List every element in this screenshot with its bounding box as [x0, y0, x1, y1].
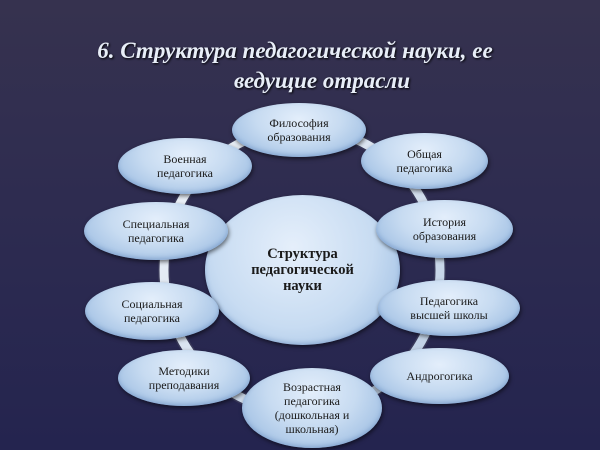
node-label: Специальная педагогика [122, 217, 190, 245]
center-node: Структура педагогической науки [205, 195, 400, 345]
node-higher-school-pedagogy: Педагогика высшей школы [378, 280, 520, 336]
node-label: Возрастная педагогика (дошкольная и школ… [274, 380, 350, 436]
slide-title-line-2: ведущие отрасли [233, 68, 411, 93]
center-node-label: Структура педагогической науки [251, 246, 354, 294]
node-label: Военная педагогика [157, 152, 213, 180]
node-label: Социальная педагогика [121, 297, 183, 325]
node-label: Методики преподавания [148, 364, 220, 392]
node-label: История образования [412, 215, 477, 243]
node-label: Философия образования [267, 116, 331, 144]
node-history-education: История образования [376, 200, 513, 258]
node-social-pedagogy: Социальная педагогика [85, 282, 219, 340]
node-label: Педагогика высшей школы [410, 294, 488, 322]
slide-title-line-1: 6. Структура педагогической науки, ее [97, 38, 493, 63]
node-age-pedagogy: Возрастная педагогика (дошкольная и школ… [242, 368, 382, 448]
node-andragogy: Андрогогика [370, 348, 509, 404]
node-general-pedagogy: Общая педагогика [361, 133, 488, 189]
node-teaching-methods: Методики преподавания [118, 350, 250, 406]
node-philosophy: Философия образования [232, 103, 366, 157]
node-label: Андрогогика [406, 369, 473, 383]
node-military-pedagogy: Военная педагогика [118, 138, 252, 194]
node-special-pedagogy: Специальная педагогика [84, 202, 228, 260]
node-label: Общая педагогика [396, 147, 453, 175]
